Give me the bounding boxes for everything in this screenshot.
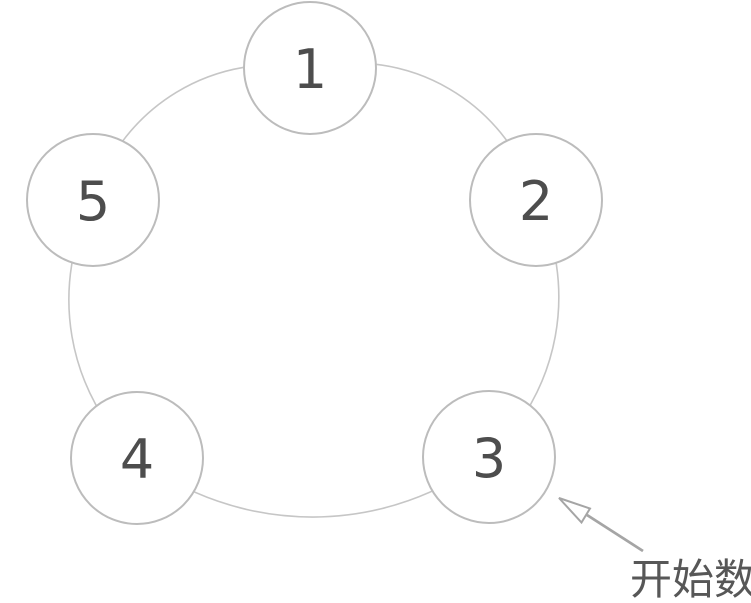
node-label-2: 2 bbox=[519, 170, 553, 233]
annotation-start-label: 开始数 bbox=[630, 555, 751, 603]
arrow-head-icon bbox=[558, 497, 592, 525]
node-label-5: 5 bbox=[76, 170, 110, 233]
node-circle-1 bbox=[243, 1, 377, 135]
node-label-4: 4 bbox=[120, 428, 154, 491]
arrow-shaft bbox=[586, 513, 644, 553]
node-circle-2 bbox=[469, 133, 603, 267]
node-circle-4 bbox=[70, 391, 204, 525]
node-circle-5 bbox=[26, 133, 160, 267]
node-label-1: 1 bbox=[293, 38, 327, 101]
node-circle-3 bbox=[422, 390, 556, 524]
node-label-3: 3 bbox=[472, 427, 506, 490]
